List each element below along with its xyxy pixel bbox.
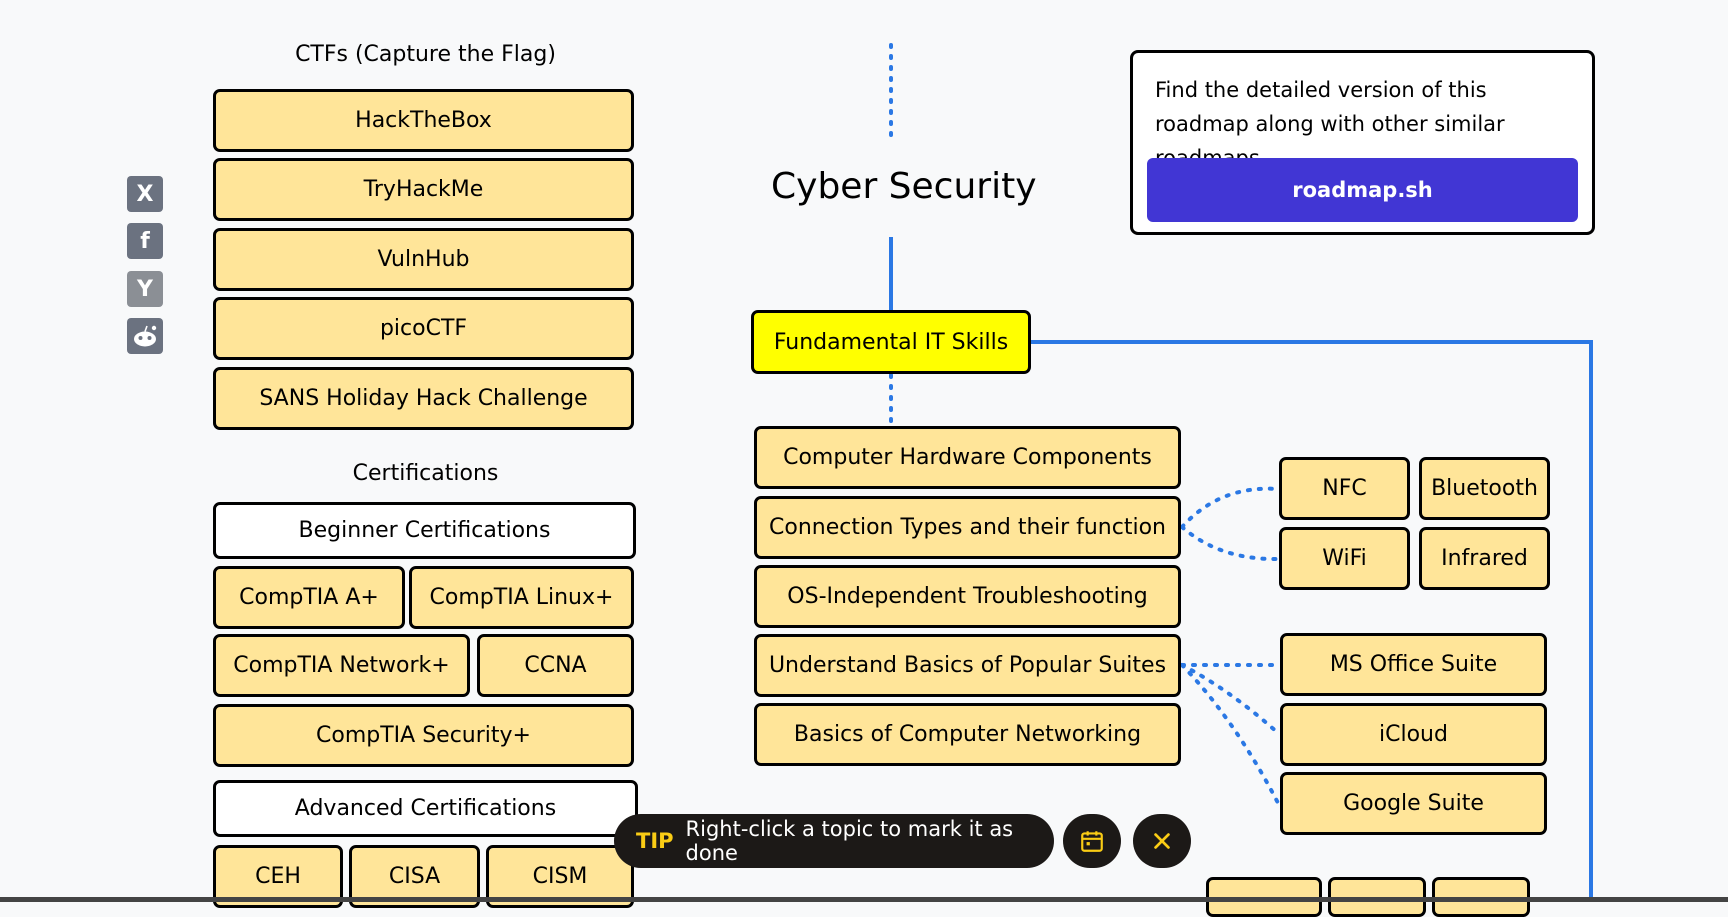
tip-text: Right-click a topic to mark it as done — [685, 817, 1014, 865]
hackernews-icon[interactable]: Y — [127, 271, 163, 307]
topic-connection-types[interactable]: Connection Types and their function — [754, 496, 1181, 559]
topic-bluetooth[interactable]: Bluetooth — [1419, 457, 1550, 520]
tip-tag: TIP — [636, 829, 674, 853]
topic-beginner-certifications[interactable]: Beginner Certifications — [213, 502, 636, 559]
topic-google-suite[interactable]: Google Suite — [1280, 772, 1547, 835]
close-icon — [1154, 833, 1170, 849]
topic-comptia-linux[interactable]: CompTIA Linux+ — [409, 566, 634, 629]
topic-comptia-aplus[interactable]: CompTIA A+ — [213, 566, 405, 629]
topic-picoctf[interactable]: picoCTF — [213, 297, 634, 360]
topic-infrared[interactable]: Infrared — [1419, 527, 1550, 590]
topic-ms-office-suite[interactable]: MS Office Suite — [1280, 633, 1547, 696]
reddit-icon[interactable] — [127, 318, 163, 354]
topic-comptia-security[interactable]: CompTIA Security+ — [213, 704, 634, 767]
topic-nfc[interactable]: NFC — [1279, 457, 1410, 520]
roadmap-info-box: Find the detailed version of this roadma… — [1130, 50, 1595, 235]
bottom-edge-bar — [0, 897, 1728, 902]
topic-vulnhub[interactable]: VulnHub — [213, 228, 634, 291]
certifications-heading: Certifications — [352, 461, 499, 486]
topic-popular-suites[interactable]: Understand Basics of Popular Suites — [754, 634, 1181, 697]
topic-icloud[interactable]: iCloud — [1280, 703, 1547, 766]
facebook-icon[interactable]: f — [127, 223, 163, 259]
topic-os-independent-troubleshooting[interactable]: OS-Independent Troubleshooting — [754, 565, 1181, 628]
topic-tryhackme[interactable]: TryHackMe — [213, 158, 634, 221]
page-title: Cyber Security — [771, 166, 1037, 207]
close-tip-button[interactable] — [1133, 814, 1191, 868]
topic-computer-networking[interactable]: Basics of Computer Networking — [754, 703, 1181, 766]
reddit-alien-glyph — [134, 325, 157, 347]
calendar-button[interactable] — [1063, 814, 1121, 868]
topic-computer-hardware-components[interactable]: Computer Hardware Components — [754, 426, 1181, 489]
calendar-icon — [1081, 831, 1103, 852]
topic-advanced-certifications[interactable]: Advanced Certifications — [213, 780, 638, 837]
topic-wifi[interactable]: WiFi — [1279, 527, 1410, 590]
topic-sans-holiday-hack[interactable]: SANS Holiday Hack Challenge — [213, 367, 634, 430]
tip-banner: TIP Right-click a topic to mark it as do… — [614, 814, 1054, 868]
roadmap-sh-button[interactable]: roadmap.sh — [1147, 158, 1578, 222]
topic-fundamental-it-skills[interactable]: Fundamental IT Skills — [751, 310, 1031, 374]
topic-hackthebox[interactable]: HackTheBox — [213, 89, 634, 152]
ctf-heading: CTFs (Capture the Flag) — [295, 42, 556, 67]
topic-comptia-network[interactable]: CompTIA Network+ — [213, 634, 470, 697]
topic-ccna[interactable]: CCNA — [477, 634, 634, 697]
x-twitter-icon[interactable]: X — [127, 176, 163, 212]
